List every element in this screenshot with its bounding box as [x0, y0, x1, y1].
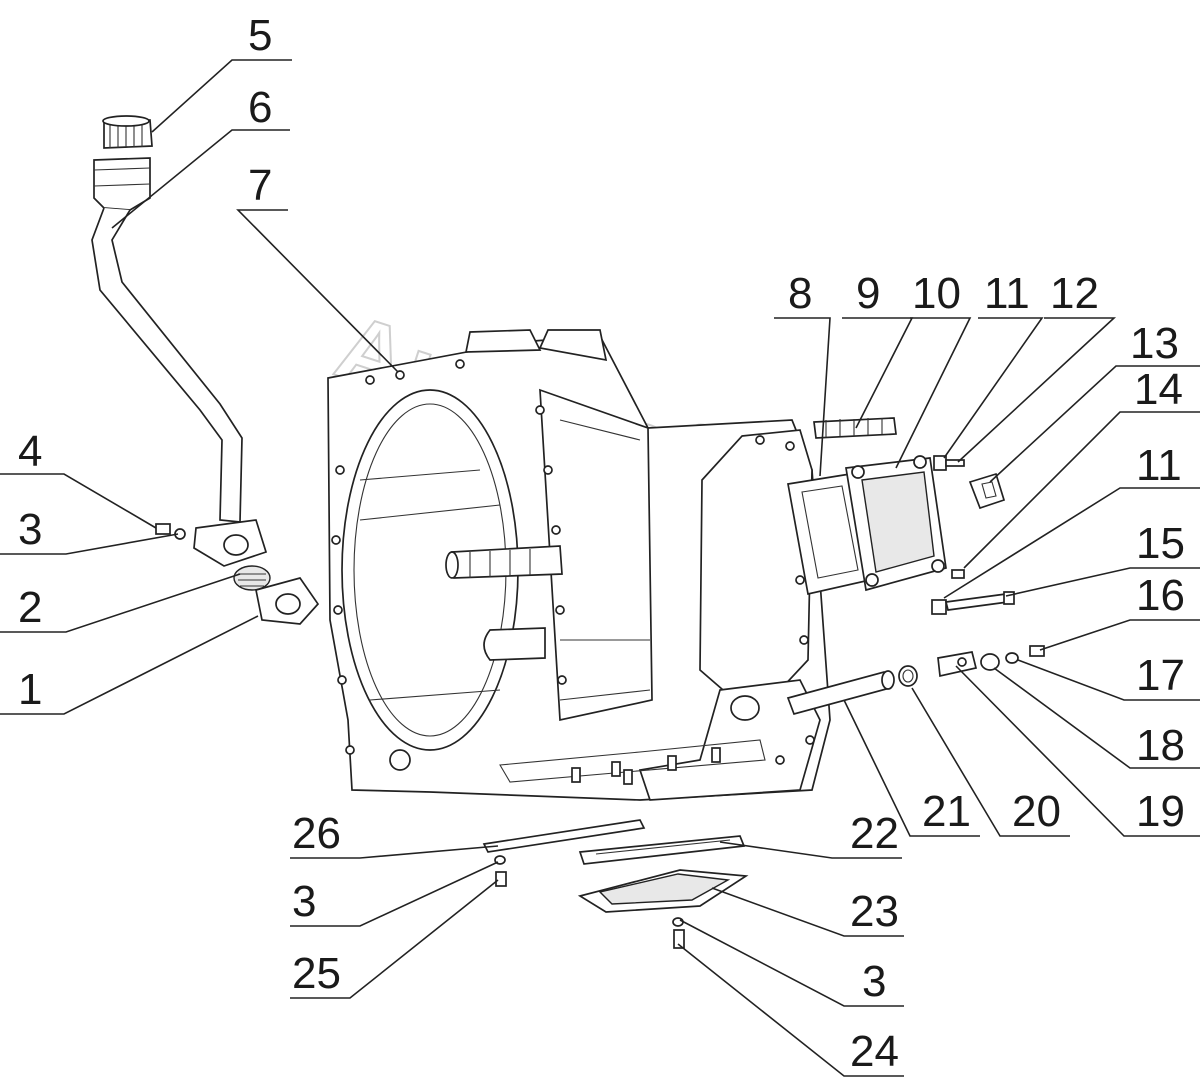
callout-26: 26 [292, 809, 341, 858]
callout-1: 1 [18, 665, 42, 714]
spring-22 [898, 665, 918, 687]
callout-6: 6 [248, 83, 272, 132]
callout-4: 4 [18, 427, 42, 476]
lower-bolts [571, 747, 721, 785]
callout-10: 10 [912, 269, 961, 318]
callout-11b: 11 [1136, 441, 1182, 490]
plug-13 [968, 472, 1006, 510]
washer-19 [980, 653, 1000, 671]
callout-21: 21 [922, 787, 971, 836]
gasket-22 [578, 835, 746, 865]
callout-19: 19 [1136, 787, 1185, 836]
callout-3b: 3 [292, 877, 316, 926]
callout-labels: 5 6 7 4 3 2 1 8 9 10 11 12 13 14 11 15 1… [18, 11, 1185, 1076]
gasket-1 [255, 577, 320, 625]
callout-23: 23 [850, 887, 899, 936]
callout-12: 12 [1050, 269, 1099, 318]
gasket-26 [482, 819, 646, 853]
callout-18: 18 [1136, 721, 1185, 770]
washer-18 [1005, 652, 1019, 664]
bolt-15 [931, 591, 1015, 615]
shaft-21 [786, 670, 895, 716]
callout-3a: 3 [18, 505, 42, 554]
bolt-25 [495, 871, 507, 887]
callout-20: 20 [1012, 787, 1061, 836]
washer-3-right [672, 917, 684, 927]
callout-25: 25 [292, 949, 341, 998]
callout-9: 9 [856, 269, 880, 318]
bolt-4 [155, 523, 171, 535]
lever-20 [937, 651, 978, 678]
callout-14: 14 [1134, 365, 1183, 414]
bolt-24 [673, 929, 685, 949]
callout-2: 2 [18, 583, 42, 632]
leader-lines [0, 59, 1200, 1077]
pin-14 [951, 569, 965, 579]
cover-plate-23 [577, 869, 749, 913]
callout-11a: 11 [984, 269, 1030, 318]
filler-tube-assembly [91, 115, 268, 567]
gearbox-housing [327, 329, 831, 801]
callout-15: 15 [1136, 519, 1185, 568]
bolt-11-upper [933, 455, 965, 471]
strainer-2 [233, 565, 271, 591]
callout-8: 8 [788, 269, 812, 318]
cover-10 [845, 455, 947, 592]
callout-22: 22 [850, 809, 899, 858]
callout-3c: 3 [862, 957, 886, 1006]
callout-13: 13 [1130, 319, 1179, 368]
callout-7: 7 [248, 161, 272, 210]
callout-17: 17 [1136, 651, 1185, 700]
callout-24: 24 [850, 1027, 899, 1076]
bolt-16 [1029, 645, 1045, 657]
stud-9 [813, 417, 897, 439]
callout-16: 16 [1136, 571, 1185, 620]
callout-5: 5 [248, 11, 272, 60]
